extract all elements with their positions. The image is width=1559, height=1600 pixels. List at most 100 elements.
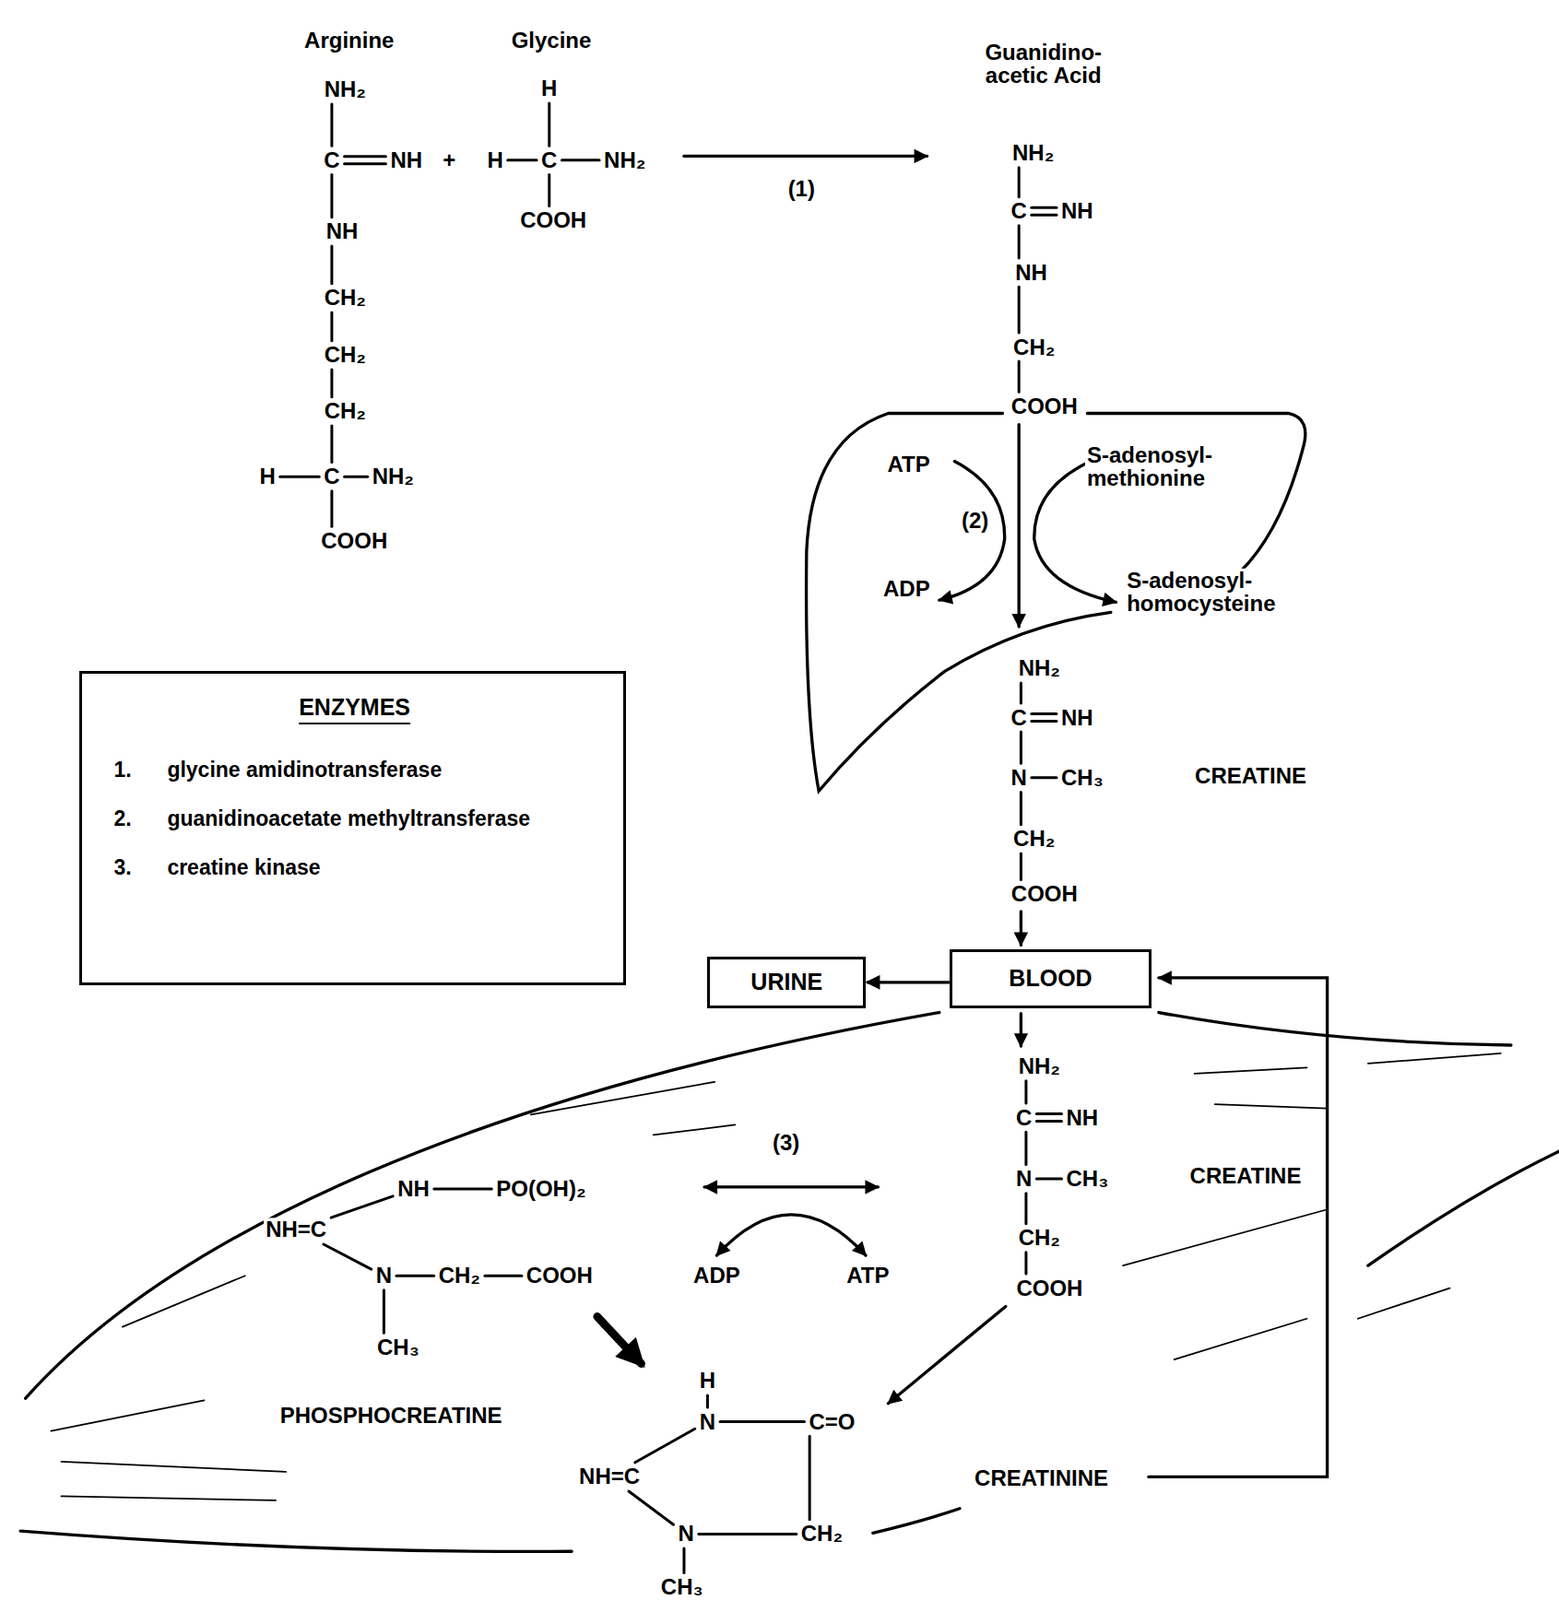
chemical-bond <box>1019 732 1023 764</box>
muscle-fibre <box>653 1124 736 1135</box>
chemical-group: NH <box>388 148 425 172</box>
chemical-bond <box>1036 1112 1062 1116</box>
muscle-fibre <box>60 1496 276 1500</box>
chemical-group: NH₂ <box>370 465 416 489</box>
chemical-bond <box>1024 1252 1028 1275</box>
flow-arrow <box>1019 1014 1023 1047</box>
flow-arrow <box>1019 911 1023 946</box>
compound-name: CREATININE <box>972 1466 1111 1490</box>
muscle-fibre <box>1215 1104 1328 1109</box>
chemical-group: CH₂ <box>322 400 368 424</box>
chemical-bond <box>1017 167 1021 198</box>
chemical-bond <box>1017 361 1021 392</box>
chemical-group: COOH <box>1009 882 1080 906</box>
muscle-fibre <box>1368 1053 1501 1064</box>
chemical-group: NH₂ <box>1016 1055 1063 1079</box>
box-label: BLOOD <box>1008 965 1092 993</box>
chemical-bond <box>280 475 319 479</box>
chemical-group: C <box>321 148 342 172</box>
muscle-outline <box>1158 1013 1512 1046</box>
chemical-bond <box>706 1395 709 1408</box>
chemical-group: N <box>374 1264 394 1288</box>
chemical-bond <box>808 1436 812 1521</box>
chemical-group: NH=C <box>577 1465 642 1489</box>
muscle-outline <box>1368 1151 1559 1266</box>
chemical-group: NH <box>1013 260 1050 284</box>
chemical-bond <box>1031 213 1057 217</box>
chemical-bond <box>330 369 333 398</box>
compound-name: Glycine <box>509 29 594 53</box>
cofactor-label: ADP <box>881 577 933 601</box>
chemical-bond <box>330 312 333 342</box>
chemical-bond <box>344 162 387 166</box>
conversion-arrow <box>887 1306 1005 1404</box>
cofactor-label: ATP <box>844 1264 891 1288</box>
muscle-fibres <box>50 1053 1501 1501</box>
muscle-fibre <box>1174 1319 1308 1360</box>
chemical-bond <box>682 1548 686 1573</box>
muscle-fibre <box>50 1400 204 1431</box>
enzyme-name: creatine kinase <box>166 855 595 881</box>
chemical-bond <box>547 103 551 146</box>
compound-name: PHOSPHOCREATINE <box>278 1404 505 1428</box>
chemical-bond <box>434 1188 492 1192</box>
chemical-group: H <box>257 465 277 489</box>
bond-layer <box>280 103 1063 1573</box>
chemical-group: CH₂ <box>322 286 368 310</box>
cofactor-arrow <box>716 1215 866 1256</box>
chemical-bond <box>1024 1081 1028 1104</box>
key-list: 1.glycine amidinotransferase2.guanidinoa… <box>113 757 595 881</box>
chemical-group: CH₂ <box>322 343 368 367</box>
chemical-bond <box>330 104 333 146</box>
chemical-group: NH₂ <box>602 148 648 172</box>
chemical-bond <box>635 1429 696 1464</box>
chemical-group: CH₃ <box>1059 766 1106 790</box>
chemical-bond <box>344 475 368 479</box>
chemical-group: CH₂ <box>1011 827 1057 851</box>
chemical-bond <box>547 174 551 206</box>
chemical-bond <box>1031 712 1057 716</box>
compound-name: CREATINE <box>1188 1164 1304 1188</box>
cofactor-arrow <box>939 461 1005 602</box>
chemical-group: NH <box>1059 200 1096 224</box>
chemical-bond <box>1036 1120 1062 1123</box>
chemical-group: NH=C <box>263 1218 329 1242</box>
cofactor-label: ADP <box>691 1264 743 1288</box>
chemical-bond <box>1031 720 1057 723</box>
chemical-group: C <box>1009 706 1029 730</box>
chemical-group: COOH <box>1014 1276 1085 1300</box>
conversion-arrow <box>597 1317 642 1365</box>
chemical-bond <box>1024 1193 1028 1225</box>
enzyme-name: guanidinoacetate methyltransferase <box>166 806 595 832</box>
compartment-box: BLOOD <box>949 949 1152 1009</box>
chemical-bond <box>330 1196 393 1218</box>
chemical-group: N <box>1014 1167 1034 1191</box>
chemical-group: C <box>321 465 342 489</box>
chemical-bond <box>323 1244 372 1270</box>
return-arrow <box>1148 978 1328 1478</box>
chemical-bond <box>344 154 387 158</box>
chemical-group: NH <box>395 1178 432 1202</box>
chemical-group: H <box>697 1370 718 1394</box>
key-number: 3. <box>113 855 167 881</box>
chemical-group: NH <box>1059 706 1096 730</box>
key-number: 1. <box>113 757 167 783</box>
cofactor-arrow <box>1034 461 1117 603</box>
flow-connector <box>866 980 950 984</box>
chemical-bond <box>720 1420 804 1424</box>
chemical-bond <box>1019 683 1023 704</box>
muscle-outline <box>873 1509 960 1535</box>
compound-name: Guanidino- acetic Acid <box>972 39 1115 86</box>
chemical-group: NH <box>1064 1106 1101 1130</box>
box-label: URINE <box>750 968 823 996</box>
chemical-bond <box>1017 286 1021 333</box>
muscle-fibre <box>122 1275 246 1327</box>
chemical-group: CH₂ <box>436 1264 483 1288</box>
liver-outline <box>806 413 1111 792</box>
muscle-fibre <box>531 1082 715 1115</box>
chemical-group: CH₃ <box>375 1335 422 1359</box>
reaction-number: (3) <box>770 1132 802 1156</box>
